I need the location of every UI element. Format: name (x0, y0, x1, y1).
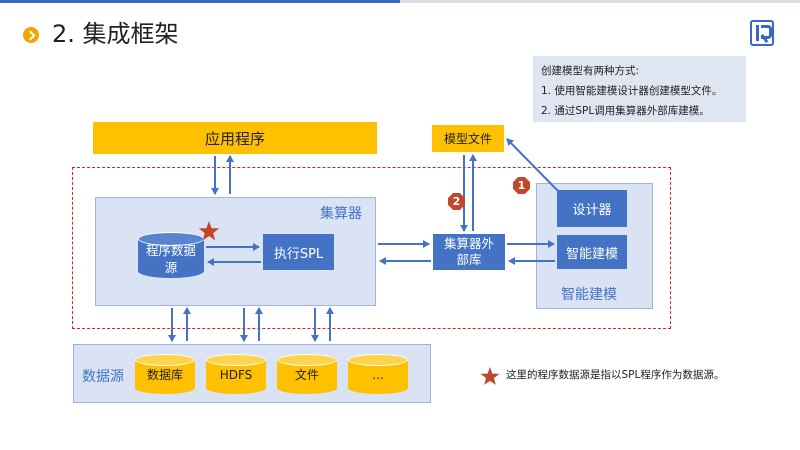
exec-spl-box: 执行SPL (263, 234, 334, 270)
designer-box: 设计器 (557, 190, 627, 227)
brand-logo-icon (750, 20, 774, 46)
model-file-box: 模型文件 (432, 125, 504, 152)
application-box: 应用程序 (93, 122, 377, 154)
chevron-bullet-icon (23, 27, 39, 43)
slide-title: 2. 集成框架 (52, 20, 179, 48)
datasource-item-label: 文件 (294, 368, 319, 382)
datasource-label: 数据源 (82, 369, 124, 385)
star-marker-icon (198, 221, 220, 241)
step-badge-1: 1 (513, 177, 530, 194)
datasource-database: 数据库 (135, 354, 195, 394)
legend-star-icon (480, 367, 500, 385)
smart-modeling-label: 智能建模 (561, 287, 617, 303)
program-datasource-label: 程序数据源 (146, 243, 197, 275)
note-item-1: 1. 使用智能建模设计器创建模型文件。 (541, 85, 723, 97)
external-library-box: 集算器外部库 (433, 234, 505, 270)
note-box: 创建模型有两种方式: 1. 使用智能建模设计器创建模型文件。 2. 通过SPL调… (533, 56, 746, 122)
legend-note: 这里的程序数据源是指以SPL程序作为数据源。 (506, 369, 725, 381)
datasource-item-label: 数据库 (146, 368, 183, 382)
step-badge-2: 2 (448, 193, 465, 210)
top-accent-bar (0, 0, 400, 3)
datasource-file: 文件 (277, 354, 337, 394)
top-gray-bar (400, 0, 800, 3)
smart-modeling-box: 智能建模 (557, 235, 627, 269)
datasource-item-label: ... (372, 368, 384, 382)
note-item-2: 2. 通过SPL调用集算器外部库建模。 (541, 105, 710, 117)
datasource-hdfs: HDFS (206, 354, 266, 394)
calculator-label: 集算器 (320, 206, 362, 222)
program-datasource-cylinder: 程序数据源 (138, 232, 204, 278)
integration-boundary (72, 167, 671, 329)
note-heading: 创建模型有两种方式: (541, 65, 640, 77)
datasource-more: ... (348, 354, 408, 394)
datasource-item-label: HDFS (219, 368, 253, 382)
